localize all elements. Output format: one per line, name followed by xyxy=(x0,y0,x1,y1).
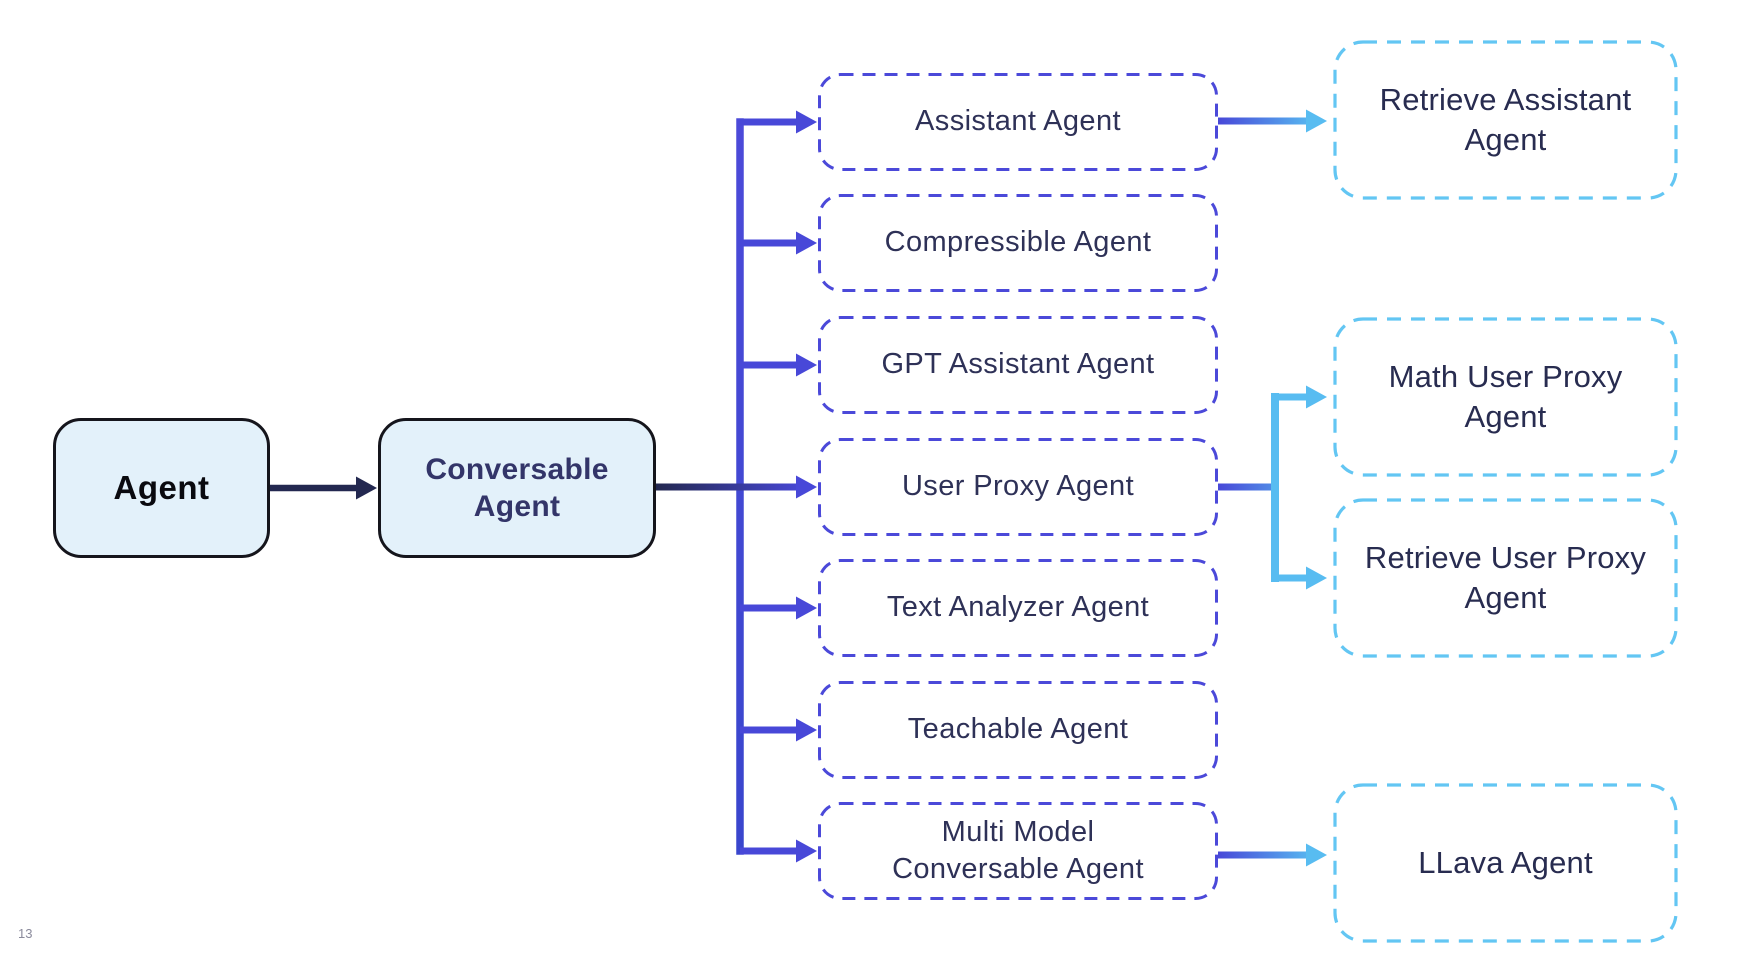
dashed-border xyxy=(818,194,1218,292)
node-llava-agent: LLava Agent xyxy=(1333,783,1678,943)
node-gpt-assistant-agent-label: GPT Assistant Agent xyxy=(881,348,1155,381)
node-text-analyzer-agent: Text Analyzer Agent xyxy=(818,559,1218,657)
node-compressible-agent: Compressible Agent xyxy=(818,194,1218,292)
dashed-border xyxy=(818,438,1218,536)
node-assistant-agent-label: Assistant Agent xyxy=(915,105,1121,138)
edge-user-proxy-branch xyxy=(1218,385,1327,590)
dashed-border xyxy=(818,559,1218,657)
dashed-border xyxy=(1333,40,1678,200)
node-compressible-agent-label: Compressible Agent xyxy=(884,226,1152,259)
node-teachable-agent-label: Teachable Agent xyxy=(907,713,1129,746)
node-assistant-agent: Assistant Agent xyxy=(818,73,1218,171)
node-math-user-proxy-agent-label: Math User Proxy Agent xyxy=(1388,358,1623,434)
node-retrieve-user-proxy-agent-label: Retrieve User Proxy Agent xyxy=(1364,539,1647,615)
node-teachable-agent: Teachable Agent xyxy=(818,681,1218,779)
page-number: 13 xyxy=(18,926,33,941)
dashed-border xyxy=(818,73,1218,171)
node-text-analyzer-agent-label: Text Analyzer Agent xyxy=(886,591,1150,624)
dashed-border xyxy=(1333,317,1678,477)
node-retrieve-user-proxy-agent: Retrieve User Proxy Agent xyxy=(1333,498,1678,658)
node-multi-model-conversable-agent: Multi Model Conversable Agent xyxy=(818,802,1218,900)
node-agent: Agent xyxy=(53,418,270,558)
node-llava-agent-label: LLava Agent xyxy=(1418,844,1593,880)
node-agent-label: Agent xyxy=(113,469,210,506)
dashed-border xyxy=(818,316,1218,414)
dashed-border xyxy=(1333,783,1678,943)
edge-agent-to-conversable xyxy=(270,476,377,500)
node-user-proxy-agent: User Proxy Agent xyxy=(818,438,1218,536)
node-retrieve-assistant-agent-label: Retrieve Assistant Agent xyxy=(1379,81,1632,157)
dashed-border xyxy=(818,681,1218,779)
edge-assistant-to-retrieve-assistant xyxy=(1218,109,1327,133)
node-retrieve-assistant-agent: Retrieve Assistant Agent xyxy=(1333,40,1678,200)
node-gpt-assistant-agent: GPT Assistant Agent xyxy=(818,316,1218,414)
node-conversable-agent-label: Conversable Agent xyxy=(425,452,609,524)
edge-conversable-to-user-proxy xyxy=(656,475,817,499)
node-math-user-proxy-agent: Math User Proxy Agent xyxy=(1333,317,1678,477)
node-multi-model-conversable-agent-label: Multi Model Conversable Agent xyxy=(892,815,1144,885)
node-conversable-agent: Conversable Agent xyxy=(378,418,656,558)
edges-trunk-to-children xyxy=(740,110,817,863)
edge-multimodel-to-llava xyxy=(1218,843,1327,867)
dashed-border xyxy=(1333,498,1678,658)
dashed-border xyxy=(818,802,1218,900)
node-user-proxy-agent-label: User Proxy Agent xyxy=(901,470,1135,503)
